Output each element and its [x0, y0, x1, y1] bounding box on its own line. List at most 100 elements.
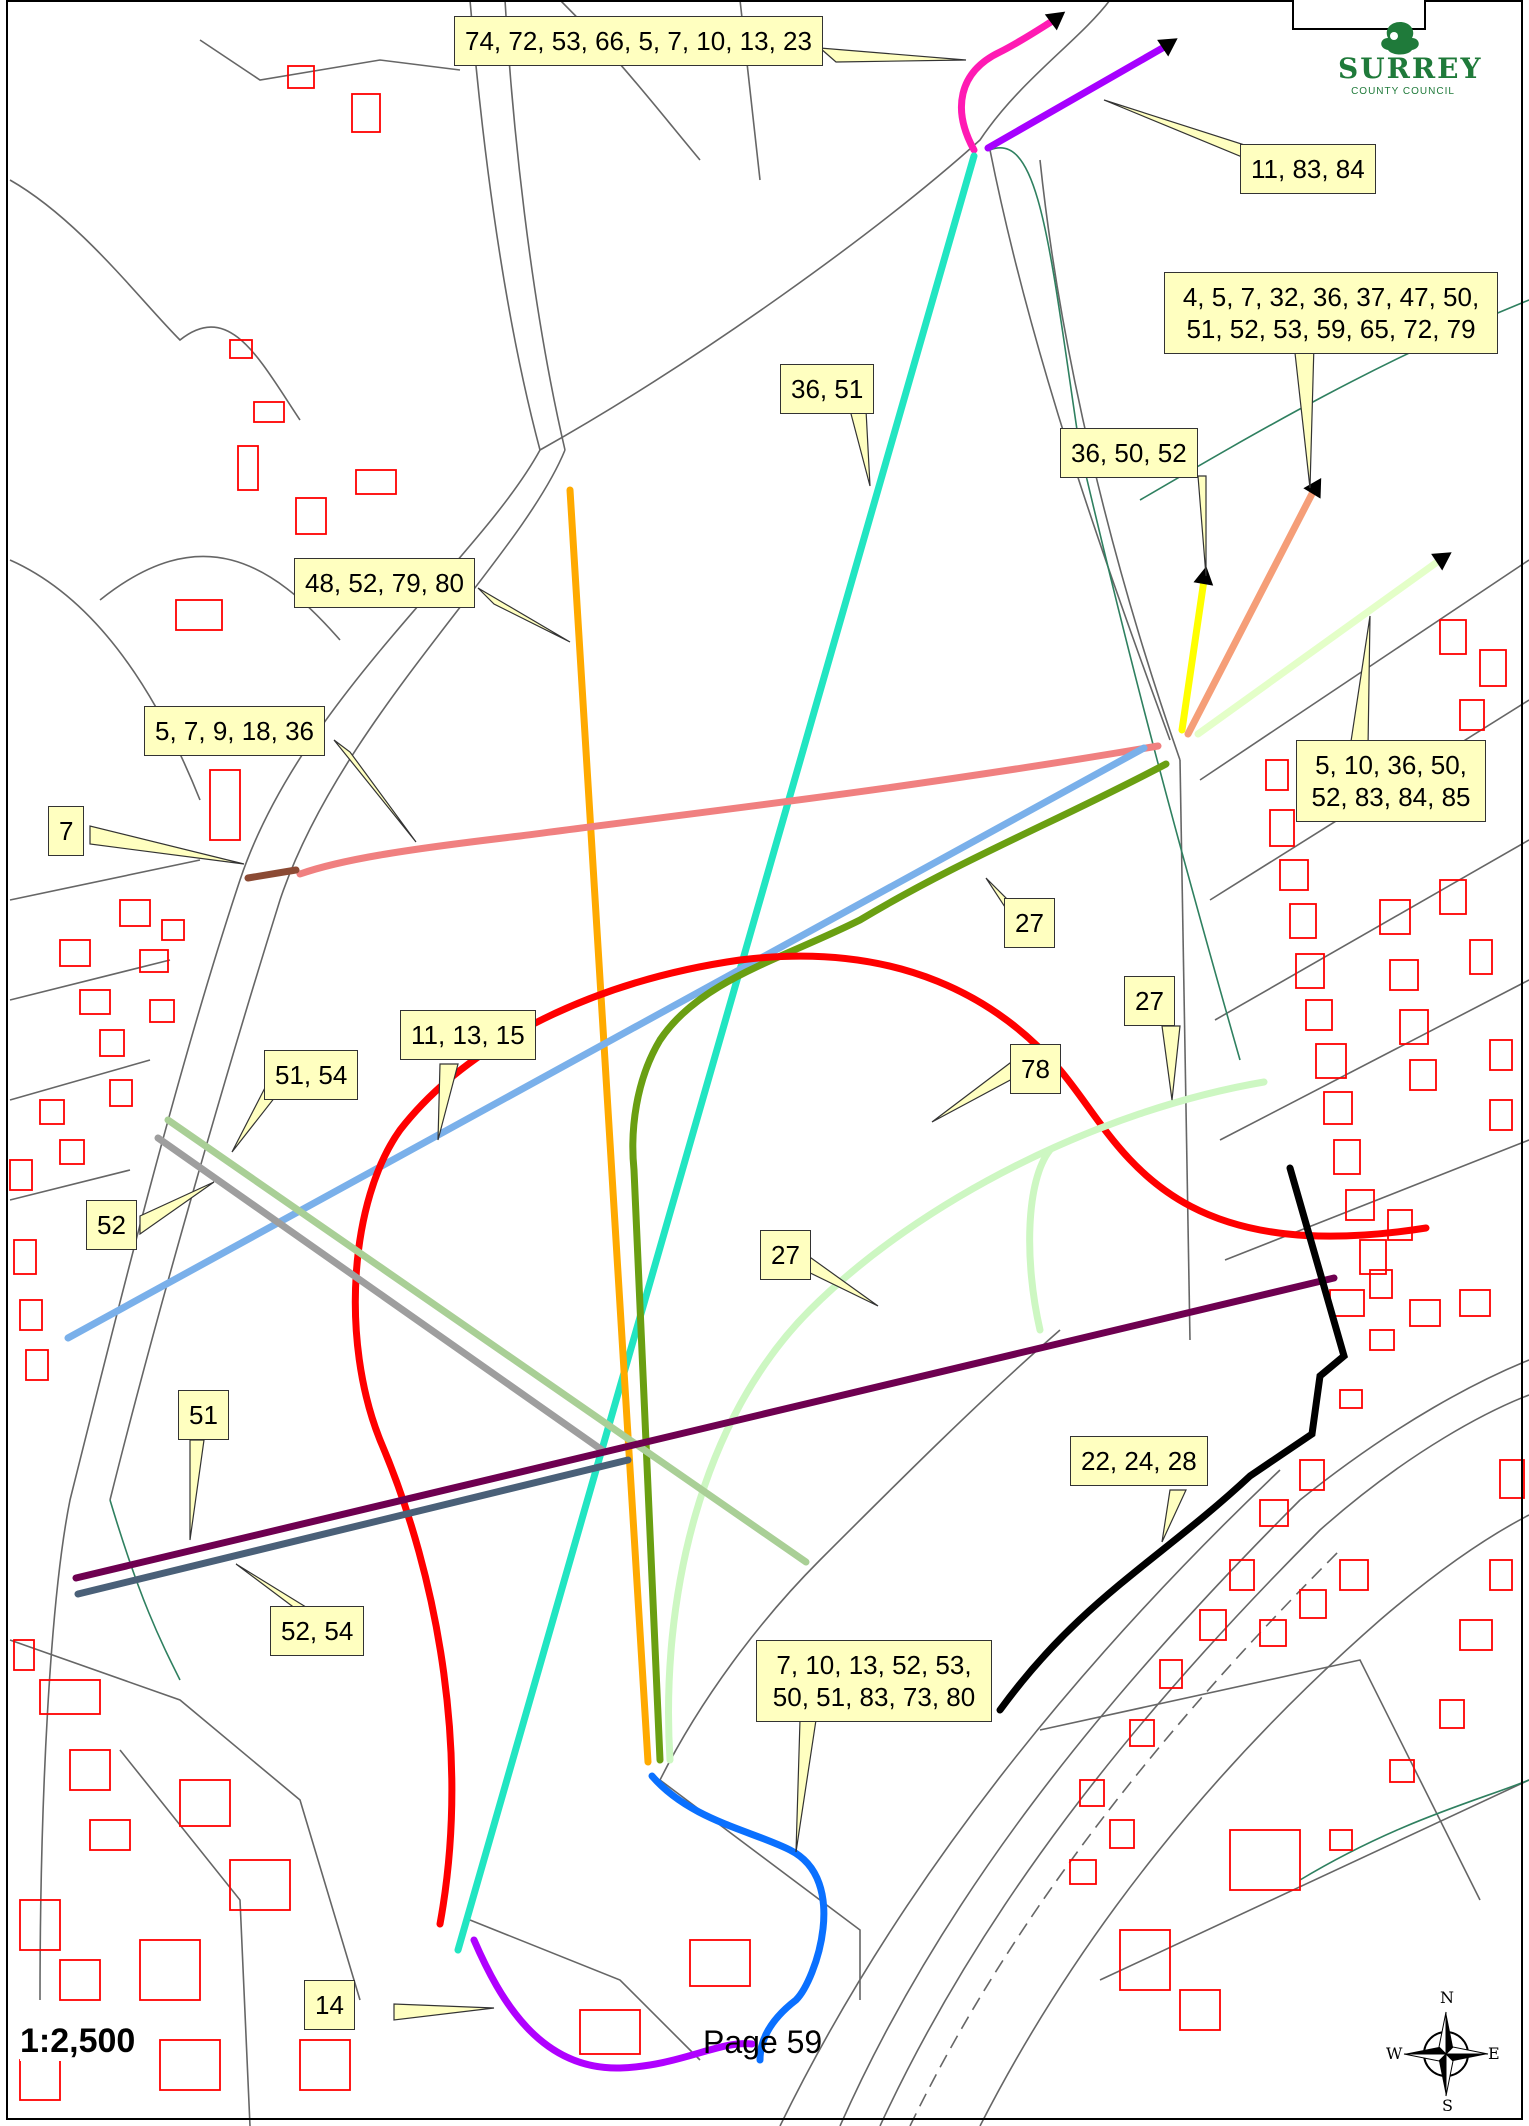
route-line	[154, 1134, 606, 1454]
field-boundary	[989, 147, 1241, 1061]
callout-label: 27	[1004, 898, 1055, 948]
building	[1459, 1289, 1491, 1317]
buildings	[9, 65, 1525, 2101]
building	[1389, 1759, 1415, 1783]
route-line	[665, 1078, 1268, 1764]
field-boundary	[469, 1919, 701, 2061]
building	[287, 65, 315, 89]
page-number: Page 59	[703, 2024, 823, 2060]
arrowhead	[1431, 552, 1452, 571]
field-boundary	[1299, 1779, 1529, 1881]
route-line	[470, 1936, 756, 2072]
compass-rose-icon: N S E W	[1386, 1988, 1500, 2115]
compass-north: N	[1440, 1988, 1454, 2007]
callout-leaders	[89, 47, 1371, 2021]
building	[39, 1099, 65, 1125]
route-line	[454, 152, 978, 1954]
building	[1489, 1099, 1513, 1131]
compass-west: W	[1386, 2044, 1403, 2063]
callout-label: 27	[760, 1230, 811, 1280]
callout-pointer	[1293, 343, 1315, 489]
road-outline	[779, 1469, 1281, 2126]
route-line	[958, 16, 1058, 154]
building	[1339, 1559, 1369, 1591]
field-boundary	[1099, 1779, 1529, 1981]
field-boundary	[99, 555, 341, 641]
field-boundary	[659, 1779, 861, 2000]
field-boundary	[1219, 979, 1529, 1141]
route-line	[72, 1274, 1338, 1582]
building	[1229, 1559, 1255, 1591]
building	[1289, 903, 1317, 939]
route-line	[996, 1164, 1348, 1714]
callout-label: 4, 5, 7, 32, 36, 37, 47, 50, 51, 52, 53,…	[1164, 272, 1498, 354]
callout-pointer	[1161, 1489, 1187, 1543]
callout-pointer	[1161, 1025, 1181, 1101]
building	[295, 497, 327, 535]
building	[19, 2059, 61, 2101]
callout-pointer	[931, 1058, 1015, 1123]
building	[89, 1819, 131, 1851]
field-boundary	[9, 559, 201, 801]
building	[119, 899, 151, 927]
route-line	[648, 1772, 828, 2064]
callout-pointer	[818, 47, 967, 63]
building	[1315, 1043, 1347, 1079]
callout-label: 48, 52, 79, 80	[294, 558, 476, 608]
callout-pointer	[89, 825, 245, 865]
callout-pointer	[235, 1563, 317, 1613]
scale-label: 1:2,500	[20, 2022, 136, 2061]
arrowhead	[1044, 11, 1066, 31]
building	[1459, 699, 1485, 731]
road-outline	[979, 1514, 1529, 2126]
building	[689, 1939, 751, 1987]
route-line	[984, 42, 1170, 152]
callout-pointer	[189, 1439, 205, 1541]
field-boundary	[1039, 1659, 1481, 1901]
building	[1109, 1819, 1135, 1849]
building	[1499, 1459, 1525, 1499]
route-line	[164, 1116, 810, 1566]
building	[1179, 1989, 1221, 2031]
field-boundary	[1224, 1139, 1529, 1261]
compass-south: S	[1442, 2096, 1453, 2115]
building	[1369, 1329, 1395, 1351]
road-outline	[504, 0, 566, 451]
building	[229, 1859, 291, 1911]
route-line	[296, 742, 1162, 878]
building	[1079, 1779, 1105, 1807]
callout-label: 5, 10, 36, 50, 52, 83, 84, 85	[1296, 740, 1486, 822]
building	[161, 919, 185, 941]
callout-label: 7, 10, 13, 52, 53, 50, 51, 83, 73, 80	[756, 1640, 992, 1722]
field-boundary	[9, 859, 201, 901]
callout-pointer	[795, 1719, 817, 1853]
callout-label: 7	[48, 806, 85, 856]
building	[1069, 1859, 1097, 1885]
building	[1229, 1829, 1301, 1891]
callout-label: 22, 24, 28	[1070, 1436, 1208, 1486]
building	[1469, 939, 1493, 975]
route-line	[64, 744, 1148, 1342]
building	[1279, 859, 1309, 891]
callout-pointer	[477, 587, 571, 643]
building	[1299, 1589, 1327, 1619]
route-line	[1194, 556, 1444, 738]
building	[179, 1779, 231, 1827]
route-line	[244, 866, 300, 882]
callout-label: 36, 50, 52	[1060, 428, 1198, 478]
arrowhead	[1303, 477, 1322, 499]
building	[59, 1959, 101, 2001]
callout-label: 52, 54	[270, 1606, 365, 1656]
road-outline	[39, 449, 541, 2001]
building	[39, 1679, 101, 1715]
building	[1369, 1269, 1393, 1299]
field-boundary	[9, 179, 301, 421]
route-line	[1178, 576, 1208, 734]
building	[1329, 1289, 1365, 1317]
building	[1479, 649, 1507, 687]
field-boundary	[119, 1749, 251, 2126]
callout-label: 5, 7, 9, 18, 36	[144, 706, 326, 756]
route-line	[351, 952, 1430, 1928]
logo-sub: COUNTY COUNCIL	[1351, 86, 1455, 97]
building	[1299, 1459, 1325, 1491]
